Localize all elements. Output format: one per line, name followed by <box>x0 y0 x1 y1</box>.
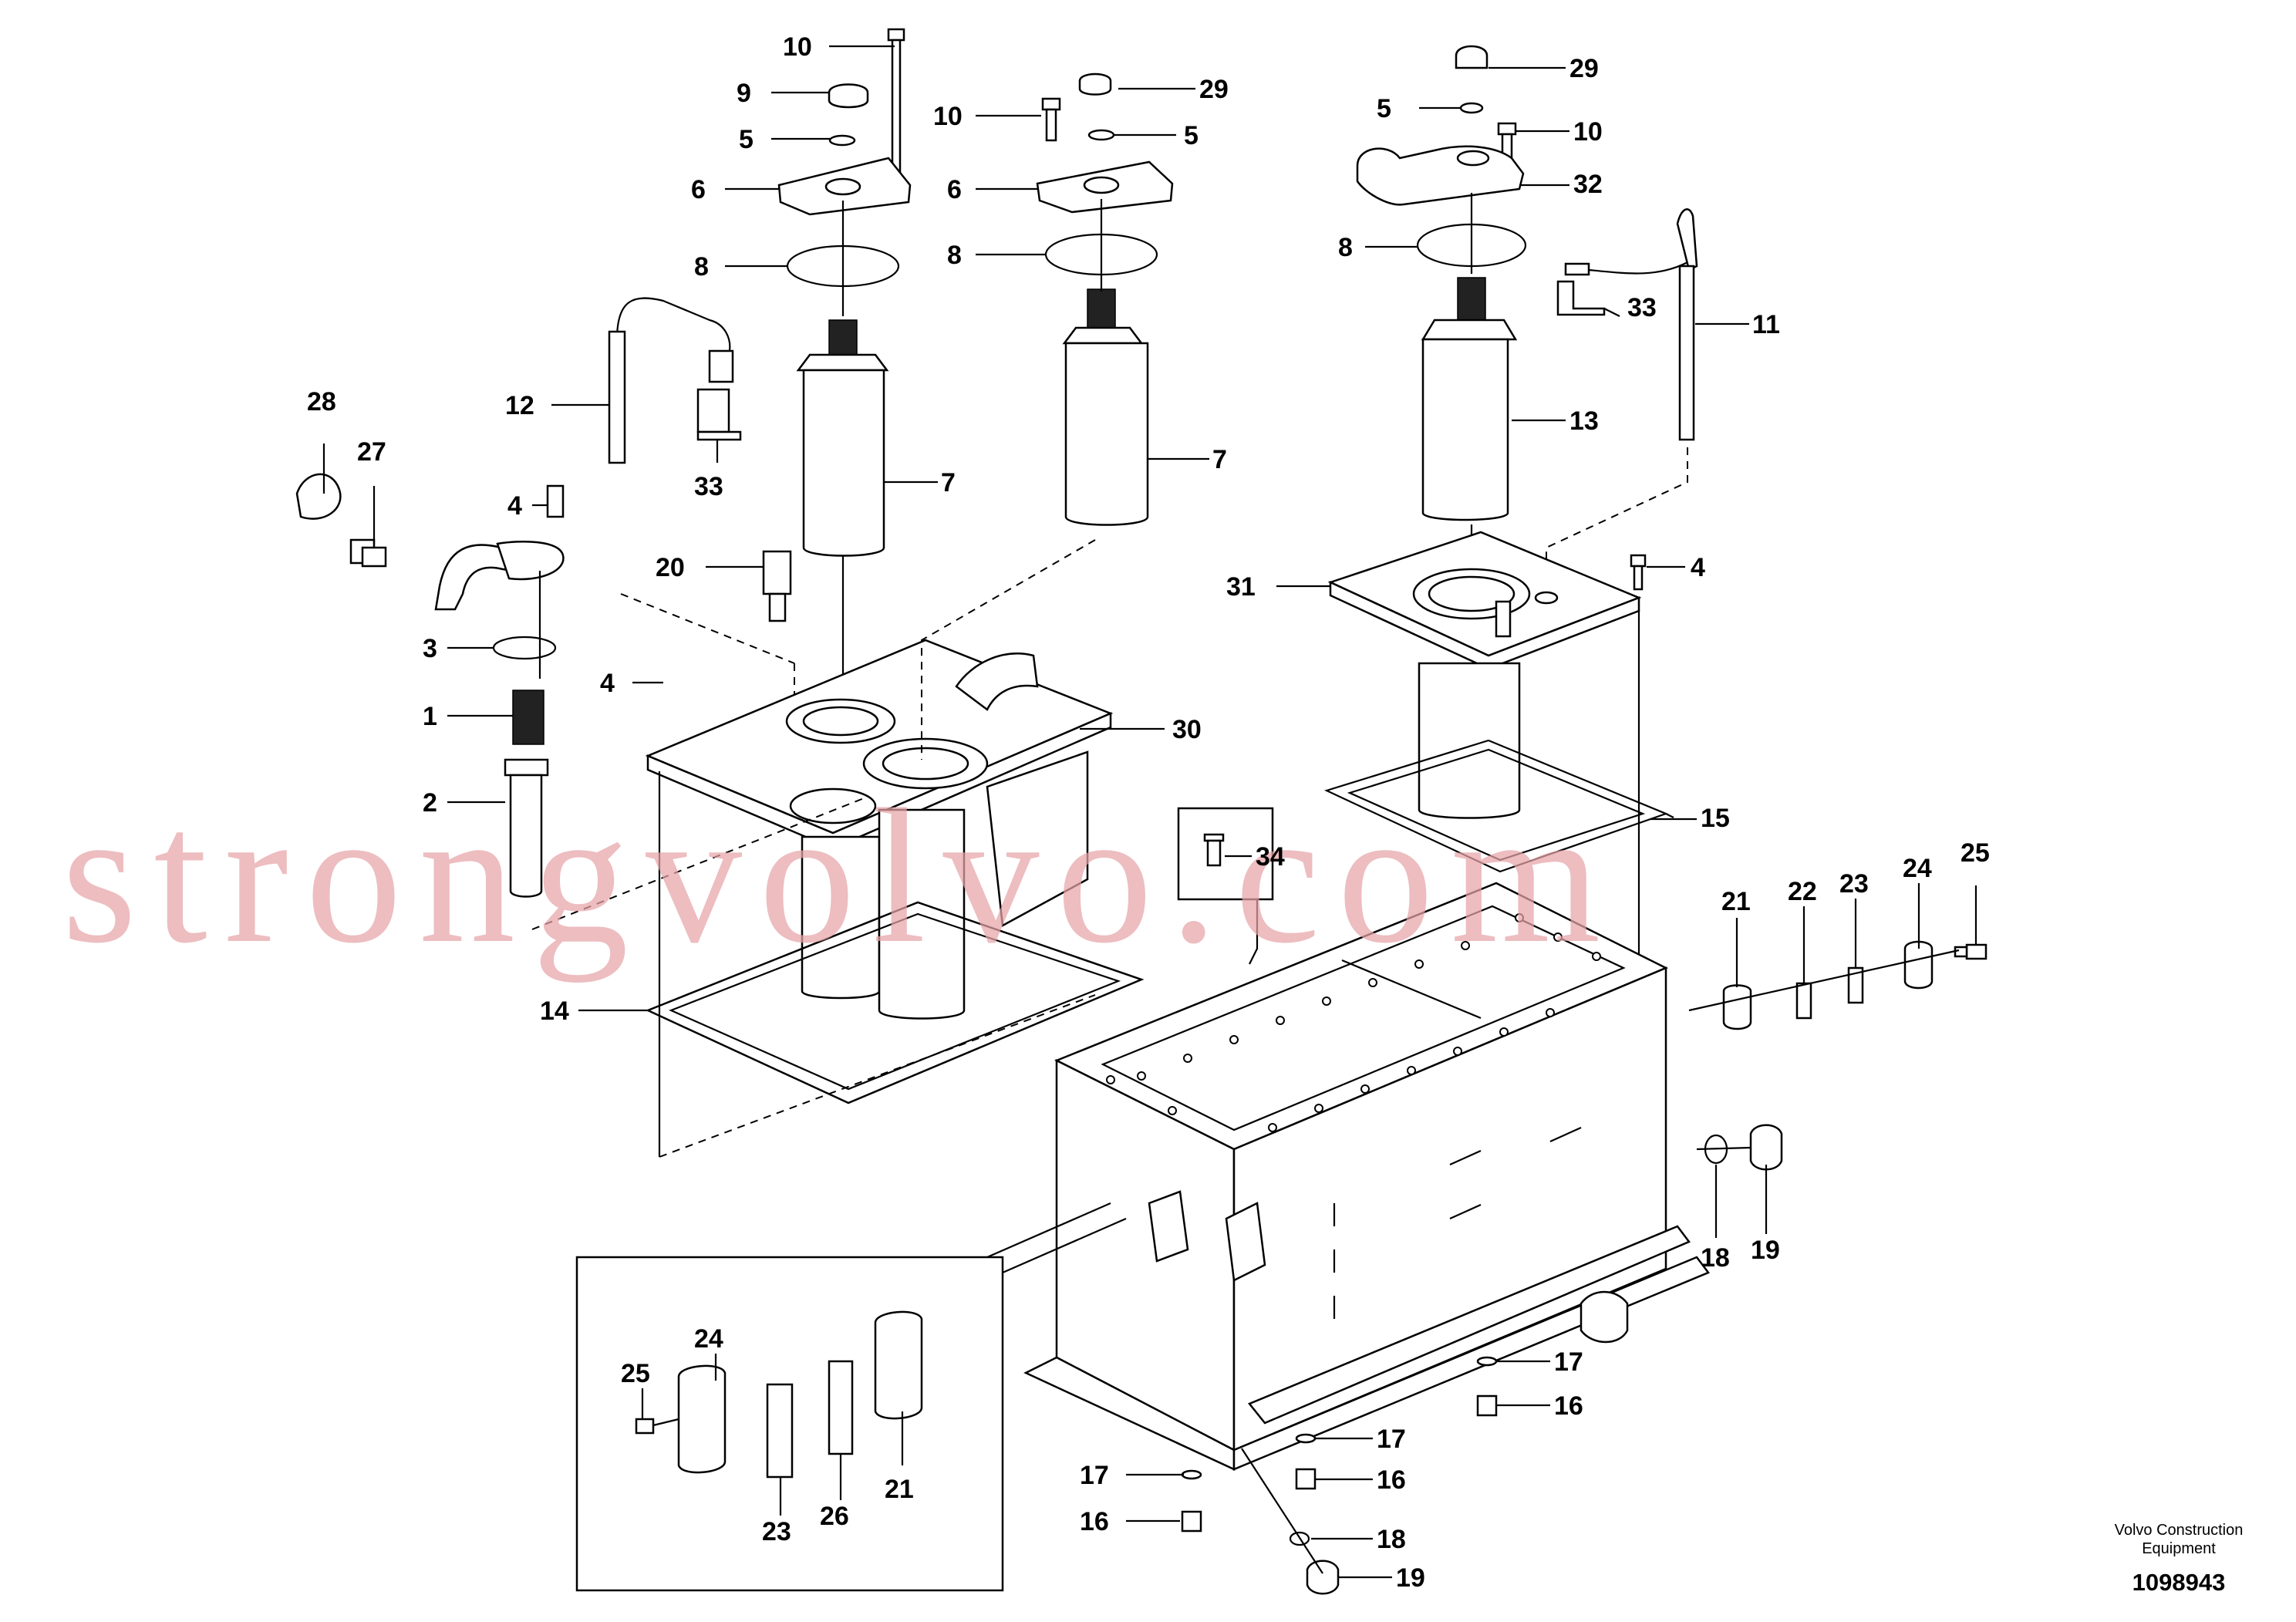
label-29: 29 <box>1199 75 1229 104</box>
label-10: 10 <box>933 102 963 131</box>
drawing-number: 1098943 <box>2132 1569 2226 1596</box>
label-21: 21 <box>1721 887 1751 916</box>
label-5: 5 <box>1377 94 1391 123</box>
label-10: 10 <box>1573 117 1603 147</box>
leader-lines <box>322 45 1977 1579</box>
label-17: 17 <box>1554 1347 1583 1377</box>
label-10: 10 <box>783 32 812 62</box>
label-8: 8 <box>1338 233 1353 262</box>
label-24: 24 <box>694 1324 723 1354</box>
label-5: 5 <box>739 125 754 154</box>
label-33: 33 <box>694 472 723 501</box>
title-block: Volvo Construction Equipment 1098943 <box>2115 1522 2244 1596</box>
label-18: 18 <box>1377 1525 1406 1554</box>
label-12: 12 <box>505 391 534 420</box>
label-7: 7 <box>941 468 956 497</box>
label-20: 20 <box>656 553 685 582</box>
part-labels: 10 9 5 6 8 10 29 5 6 8 29 5 10 32 8 33 1… <box>307 32 1990 1593</box>
label-9: 9 <box>737 79 751 108</box>
main-tank-body <box>1023 882 1710 1471</box>
label-27: 27 <box>357 437 386 467</box>
label-5: 5 <box>1184 121 1199 150</box>
label-8: 8 <box>694 252 709 282</box>
label-4: 4 <box>600 669 615 698</box>
label-25: 25 <box>621 1359 650 1388</box>
label-19: 19 <box>1396 1563 1425 1593</box>
bolt-holes <box>1106 913 1601 1132</box>
label-16: 16 <box>1377 1465 1406 1495</box>
watermark-text: strongvolvo.com <box>62 770 1617 983</box>
right-filter-assembly <box>1323 45 1698 964</box>
label-16: 16 <box>1554 1391 1583 1421</box>
label-6: 6 <box>947 175 962 204</box>
label-24: 24 <box>1903 854 1932 883</box>
label-4: 4 <box>507 491 522 521</box>
label-8: 8 <box>947 241 962 270</box>
label-33: 33 <box>1627 293 1657 322</box>
label-19: 19 <box>1751 1236 1780 1265</box>
label-28: 28 <box>307 387 336 416</box>
label-25: 25 <box>1961 838 1990 868</box>
label-2: 2 <box>423 788 437 818</box>
label-4: 4 <box>1691 553 1705 582</box>
label-17: 17 <box>1080 1461 1109 1490</box>
label-30: 30 <box>1172 715 1202 744</box>
label-22: 22 <box>1788 877 1817 906</box>
label-6: 6 <box>691 175 706 204</box>
label-17: 17 <box>1377 1425 1406 1454</box>
loose-parts <box>575 807 1988 1595</box>
label-21: 21 <box>885 1475 914 1504</box>
label-13: 13 <box>1569 406 1599 436</box>
left-filter-assembly <box>295 28 1174 1158</box>
label-16: 16 <box>1080 1507 1109 1536</box>
label-32: 32 <box>1573 170 1603 199</box>
label-31: 31 <box>1226 572 1256 602</box>
label-3: 3 <box>423 634 437 663</box>
label-18: 18 <box>1701 1243 1730 1273</box>
label-26: 26 <box>820 1502 849 1531</box>
label-7: 7 <box>1212 445 1227 474</box>
label-23: 23 <box>762 1517 791 1546</box>
label-11: 11 <box>1752 310 1780 339</box>
label-15: 15 <box>1701 804 1730 833</box>
brand-line-1: Volvo Construction <box>2115 1522 2244 1539</box>
label-23: 23 <box>1839 869 1869 899</box>
label-14: 14 <box>540 996 569 1026</box>
label-34: 34 <box>1256 842 1285 872</box>
brand-line-2: Equipment <box>2142 1540 2216 1557</box>
label-29: 29 <box>1569 54 1599 83</box>
label-1: 1 <box>423 702 437 731</box>
